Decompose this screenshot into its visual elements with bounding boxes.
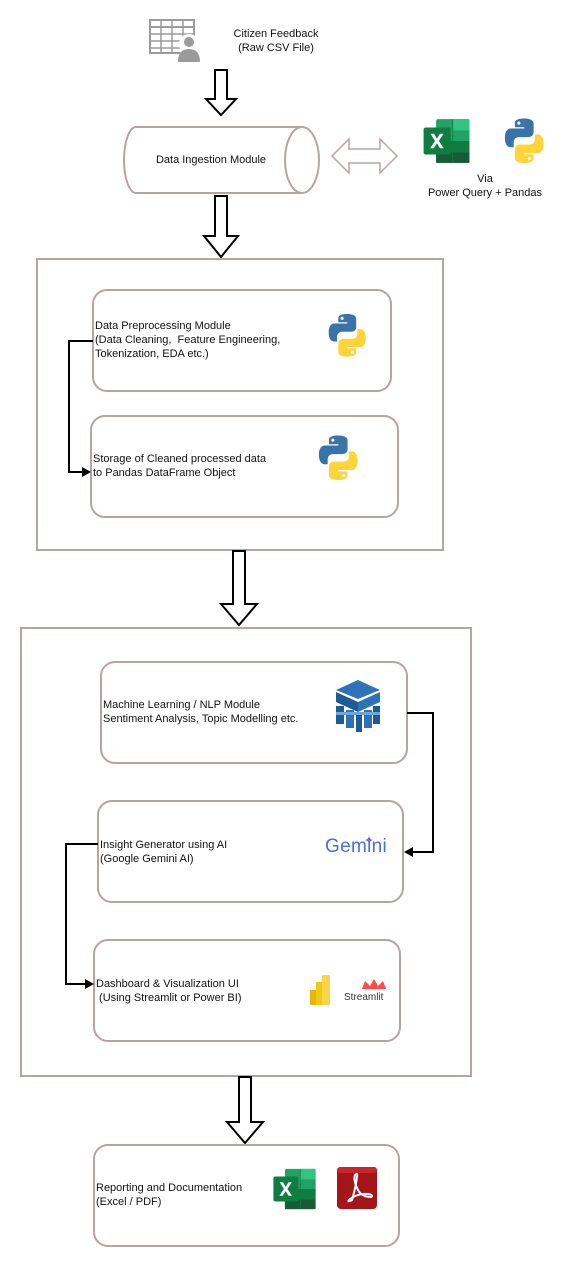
arrowhead bbox=[82, 467, 91, 477]
arrow-group1-to-group2 bbox=[218, 550, 260, 627]
ml-line1: Machine Learning / NLP Module bbox=[103, 699, 260, 711]
preprocessing-line2: (Data Cleaning, Feature Engineering, bbox=[95, 334, 281, 346]
bidirectional-arrow bbox=[330, 137, 399, 175]
csv-table-user-icon bbox=[149, 19, 200, 62]
storage-line1: Storage of Cleaned processed data bbox=[93, 453, 267, 465]
source-subtitle: (Raw CSV File) bbox=[238, 42, 314, 54]
source-label: Citizen Feedback (Raw CSV File) bbox=[216, 27, 336, 55]
ingestion-label: Data Ingestion Module bbox=[155, 154, 267, 166]
reporting-line2: (Excel / PDF) bbox=[96, 1196, 162, 1208]
arrow-group2-to-reporting bbox=[224, 1076, 266, 1145]
dashboard-line2: (Using Streamlit or Power BI) bbox=[96, 992, 242, 1004]
dashboard-label: Dashboard & Visualization UI (Using Stre… bbox=[96, 977, 241, 1005]
gemini-logo: Gemini bbox=[325, 836, 387, 857]
connector-insight-to-dashboard bbox=[65, 843, 98, 985]
storage-label: Storage of Cleaned processed data to Pan… bbox=[93, 452, 266, 480]
storage-box bbox=[90, 415, 399, 518]
excel-icon bbox=[423, 118, 470, 164]
insight-box bbox=[97, 800, 404, 903]
via-label: Via bbox=[477, 173, 493, 185]
insight-line1: Insight Generator using AI bbox=[100, 839, 228, 851]
connector-ml-to-insight bbox=[407, 712, 434, 853]
storage-line2: to Pandas DataFrame Object bbox=[93, 467, 236, 479]
preprocessing-label: Data Preprocessing Module (Data Cleaning… bbox=[95, 319, 280, 361]
arrowhead bbox=[85, 979, 94, 989]
connector-preprocessing-to-storage bbox=[68, 340, 93, 473]
arrow-ingestion-to-group1 bbox=[201, 195, 241, 259]
ml-label: Machine Learning / NLP Module Sentiment … bbox=[103, 698, 298, 726]
streamlit-logo-text: Streamlit bbox=[344, 992, 384, 1003]
reporting-label: Reporting and Documentation (Excel / PDF… bbox=[96, 1181, 242, 1209]
preprocessing-line1: Data Preprocessing Module bbox=[95, 320, 231, 332]
via-caption: Via Power Query + Pandas bbox=[410, 172, 560, 200]
ml-line2: Sentiment Analysis, Topic Modelling etc. bbox=[103, 713, 299, 725]
reporting-line1: Reporting and Documentation bbox=[96, 1182, 243, 1194]
streamlit-icon bbox=[362, 979, 386, 989]
python-icon bbox=[504, 118, 544, 164]
preprocessing-line3: Tokenization, EDA etc.) bbox=[95, 348, 209, 360]
powerbi-icon bbox=[310, 975, 330, 1005]
reporting-box bbox=[93, 1144, 400, 1247]
arrowhead bbox=[404, 847, 413, 857]
gemini-sparkle-icon bbox=[365, 835, 373, 845]
dashboard-line1: Dashboard & Visualization UI bbox=[96, 978, 239, 990]
ingestion-cylinder bbox=[123, 126, 320, 194]
arrow-source-to-ingestion bbox=[203, 69, 239, 117]
via-tools: Power Query + Pandas bbox=[427, 187, 543, 199]
ml-cube-icon bbox=[336, 680, 380, 732]
dashboard-box bbox=[93, 939, 401, 1042]
insight-line2: (Google Gemini AI) bbox=[100, 853, 194, 865]
insight-label: Insight Generator using AI (Google Gemin… bbox=[100, 838, 227, 866]
pdf-icon bbox=[337, 1167, 377, 1209]
source-title: Citizen Feedback bbox=[233, 28, 319, 40]
